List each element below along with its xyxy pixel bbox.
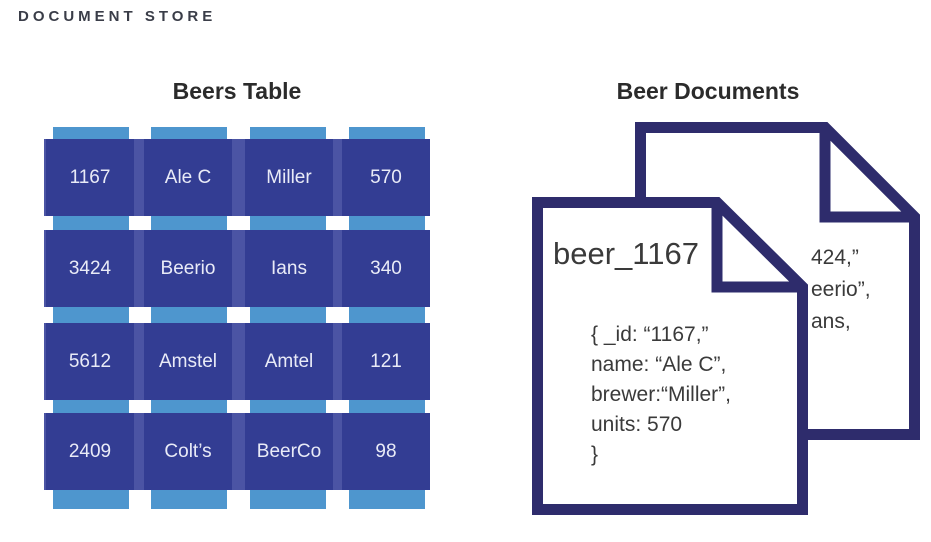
table-cell: BeerCo xyxy=(245,413,333,490)
table-row: 1167 Ale C Miller 570 xyxy=(44,139,430,216)
front-document-line: { _id: “1167,” xyxy=(591,323,709,346)
table-cell: Ale C xyxy=(144,139,232,216)
table-cell: 98 xyxy=(342,413,430,490)
table-cell: 340 xyxy=(342,230,430,307)
front-document-title: beer_1167 xyxy=(553,236,699,271)
back-document-line: 424,” xyxy=(811,246,859,269)
table-cell: 5612 xyxy=(46,323,134,400)
table-cell: Colt’s xyxy=(144,413,232,490)
page-title: DOCUMENT STORE xyxy=(18,8,217,25)
table-cell: 1167 xyxy=(46,139,134,216)
front-document-line: } xyxy=(591,443,599,466)
table-row: 5612 Amstel Amtel 121 xyxy=(44,323,430,400)
folded-corner-shape xyxy=(711,197,808,293)
table-cell: 2409 xyxy=(46,413,134,490)
table-row: 3424 Beerio Ians 340 xyxy=(44,230,430,307)
beers-table: 1167 Ale C Miller 570 3424 Beerio Ians 3… xyxy=(44,127,430,509)
back-document-line: eerio”, xyxy=(811,278,871,301)
front-document-body: { _id: “1167,” name: “Ale C”, brewer:“Mi… xyxy=(591,320,731,470)
front-document-line: name: “Ale C”, xyxy=(591,353,727,376)
front-document-line: brewer:“Miller”, xyxy=(591,383,732,406)
table-cell: 121 xyxy=(342,323,430,400)
table-cell: 3424 xyxy=(46,230,134,307)
table-cell: 570 xyxy=(342,139,430,216)
beers-table-heading: Beers Table xyxy=(172,78,302,104)
back-document-text: 424,” eerio”, ans, xyxy=(811,242,871,338)
table-cell: Ians xyxy=(245,230,333,307)
folded-corner-shape xyxy=(819,122,920,223)
table-cell: Miller xyxy=(245,139,333,216)
beer-documents-group: 424,” eerio”, ans, beer_1167 { _id: “116… xyxy=(528,117,931,527)
beer-documents-heading: Beer Documents xyxy=(616,78,800,104)
front-document-line: units: 570 xyxy=(591,413,683,436)
table-cell: Beerio xyxy=(144,230,232,307)
table-cell: Amstel xyxy=(144,323,232,400)
back-document-line: ans, xyxy=(811,310,851,333)
table-cell: Amtel xyxy=(245,323,333,400)
table-row: 2409 Colt’s BeerCo 98 xyxy=(44,413,430,490)
document-front-icon xyxy=(532,197,808,515)
